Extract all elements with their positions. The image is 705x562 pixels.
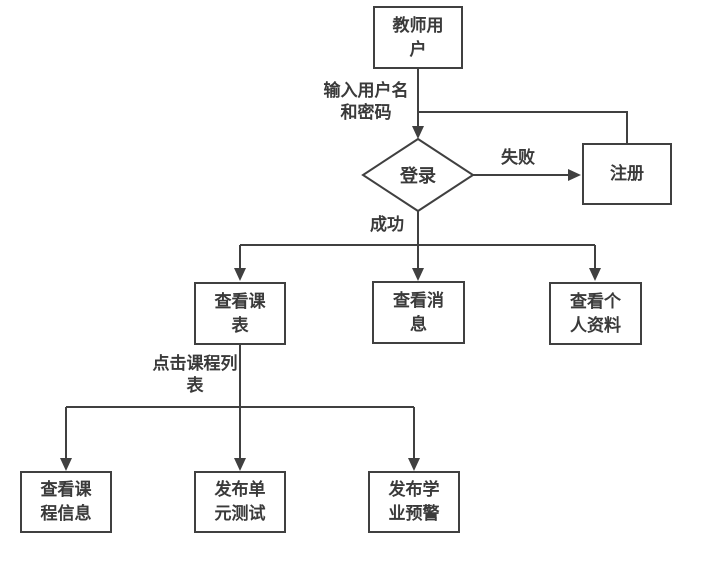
node-login: 登录 <box>383 160 453 190</box>
node-publish-unit-test: 发布单 元测试 <box>194 471 286 533</box>
node-view-messages: 查看消 息 <box>372 281 465 344</box>
node-publish-academic-warning: 发布学 业预警 <box>368 471 460 533</box>
login-diamond-shape <box>361 137 475 213</box>
arrowhead-into-unittest <box>234 458 246 471</box>
node-view-messages-label: 查看消 息 <box>393 290 444 334</box>
edge-label-fail: 失败 <box>501 148 535 167</box>
node-register: 注册 <box>582 143 672 205</box>
node-view-profile: 查看个 人资料 <box>549 282 642 345</box>
edge-label-input-credentials: 输入用户名 和密码 <box>323 81 409 122</box>
node-view-timetable-label: 查看课 表 <box>214 291 266 335</box>
edge-register-loop <box>418 111 628 143</box>
node-publish-unit-test-label: 发布单 元测试 <box>214 480 266 523</box>
edge-lines <box>65 69 628 458</box>
node-teacher-user-label: 教师用 户 <box>392 15 444 59</box>
arrowhead-into-login <box>412 126 424 139</box>
arrowhead-into-messages <box>412 268 424 281</box>
node-register-label: 注册 <box>610 164 644 183</box>
node-view-timetable: 查看课 表 <box>194 282 286 345</box>
arrowheads <box>60 126 601 471</box>
node-view-course-info: 查看课 程信息 <box>20 471 112 533</box>
arrowhead-into-register <box>568 169 581 181</box>
node-login-label: 登录 <box>400 166 436 186</box>
arrowhead-into-courseinfo <box>60 458 72 471</box>
node-view-course-info-label: 查看课 程信息 <box>40 480 92 523</box>
node-publish-academic-warning-label: 发布学 业预警 <box>388 480 440 523</box>
node-view-profile-label: 查看个 人资料 <box>570 291 621 335</box>
edge-label-click-course-list: 点击课程列 表 <box>152 354 238 395</box>
node-teacher-user: 教师用 户 <box>373 6 463 69</box>
arrowhead-into-profile <box>589 268 601 281</box>
arrowhead-into-warning <box>408 458 420 471</box>
arrowhead-into-timetable <box>234 268 246 281</box>
edge-label-success: 成功 <box>370 215 404 234</box>
